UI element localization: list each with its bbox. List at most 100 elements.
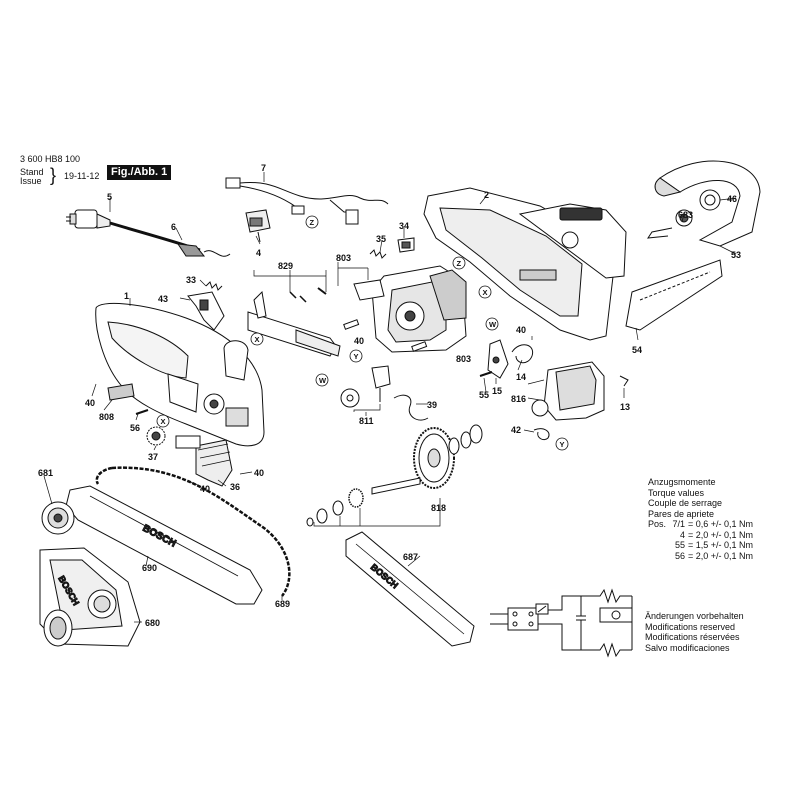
issue-date: 19-11-12 bbox=[64, 171, 100, 181]
part-chain-catch-36 bbox=[175, 435, 233, 487]
label-818: 818 bbox=[431, 503, 446, 513]
label-681: 681 bbox=[38, 468, 53, 478]
torque-values-table: Anzugsmomente Torque values Couple de se… bbox=[648, 477, 753, 561]
torque-row: 56 = 2,0 +/- 0,1 Nm bbox=[648, 551, 753, 562]
label-14: 14 bbox=[516, 372, 526, 382]
torque-value: = 1,5 +/- 0,1 Nm bbox=[688, 540, 754, 550]
callout-x-housing: X bbox=[250, 332, 264, 346]
part-shaft-parts bbox=[306, 488, 364, 527]
label-5: 5 bbox=[107, 192, 112, 202]
part-sprocket-37 bbox=[146, 426, 166, 446]
callout-markers: Z Z X X X W W Y Y bbox=[156, 215, 569, 451]
part-hose-39 bbox=[393, 394, 429, 421]
part-cord bbox=[109, 221, 231, 257]
label-4: 4 bbox=[256, 248, 261, 258]
label-13: 13 bbox=[620, 402, 630, 412]
issue-label: Issue bbox=[20, 176, 42, 186]
callout-y-pump: Y bbox=[349, 349, 363, 363]
torque-value: = 0,6 +/- 0,1 Nm bbox=[688, 519, 754, 529]
part-cap-34 bbox=[397, 237, 415, 253]
label-680: 680 bbox=[145, 618, 160, 628]
torque-pos: 4 bbox=[679, 529, 685, 540]
callout-z-motor: Z bbox=[452, 256, 466, 270]
label-803-bottom: 803 bbox=[456, 354, 471, 364]
label-811: 811 bbox=[359, 416, 374, 426]
part-hose-42 bbox=[533, 428, 550, 441]
svg-text:X: X bbox=[161, 417, 166, 426]
label-33: 33 bbox=[186, 275, 196, 285]
part-switch bbox=[245, 209, 271, 243]
svg-text:Y: Y bbox=[354, 352, 359, 361]
torque-pos: 7/1 bbox=[672, 519, 685, 529]
svg-text:X: X bbox=[483, 288, 488, 297]
callout-y-hose: Y bbox=[555, 437, 569, 451]
wiring-schematic bbox=[490, 588, 633, 658]
part-right-housing bbox=[423, 187, 627, 341]
part-screw-56 bbox=[135, 409, 149, 415]
note-es: Salvo modificaciones bbox=[645, 642, 730, 653]
label-2: 2 bbox=[484, 190, 489, 200]
leader-lines bbox=[43, 172, 737, 623]
label-55: 55 bbox=[479, 390, 489, 400]
label-40-right: 40 bbox=[254, 468, 264, 478]
callout-x-motor: X bbox=[478, 285, 492, 299]
part-lock-off-button bbox=[187, 291, 225, 331]
note-en: Modifications reserved bbox=[645, 621, 736, 632]
part-motor bbox=[343, 265, 467, 353]
label-1: 1 bbox=[124, 291, 129, 301]
part-oil-pump-816 bbox=[531, 361, 629, 421]
part-spring-33 bbox=[205, 281, 223, 291]
part-power-plug bbox=[66, 209, 111, 229]
label-6: 6 bbox=[171, 222, 176, 232]
torque-pos-label: Pos. bbox=[648, 519, 667, 529]
svg-text:Z: Z bbox=[310, 218, 315, 227]
brace: } bbox=[50, 165, 57, 185]
label-46: 46 bbox=[727, 194, 737, 204]
torque-row: Pos. 7/1 = 0,6 +/- 0,1 Nm bbox=[648, 519, 753, 530]
label-54: 54 bbox=[632, 345, 642, 355]
label-53: 53 bbox=[731, 250, 741, 260]
part-gear-818 bbox=[371, 424, 483, 495]
part-front-handle bbox=[625, 160, 761, 331]
note-de: Änderungen vorbehalten bbox=[645, 611, 744, 621]
label-40-center: 40 bbox=[354, 336, 364, 346]
part-oil-pump-811 bbox=[340, 365, 391, 408]
label-816: 816 bbox=[511, 394, 526, 404]
label-42: 42 bbox=[511, 425, 521, 435]
callout-w-linkage: W bbox=[315, 373, 329, 387]
label-687: 687 bbox=[403, 552, 418, 562]
doc-number: 3 600 HB8 100 bbox=[20, 154, 81, 164]
torque-value: = 2,0 +/- 0,1 Nm bbox=[688, 550, 754, 561]
part-tension-knob-680 bbox=[43, 609, 73, 647]
part-bar-cover-687: BOSCH bbox=[345, 531, 475, 647]
label-15: 15 bbox=[492, 386, 502, 396]
callout-w-brake: W bbox=[485, 317, 499, 331]
label-40-motor: 40 bbox=[516, 325, 526, 335]
torque-value: = 2,0 +/- 0,1 Nm bbox=[688, 529, 754, 540]
label-803-top: 803 bbox=[336, 253, 351, 263]
svg-text:W: W bbox=[489, 320, 497, 329]
label-56: 56 bbox=[130, 423, 140, 433]
part-spring-35 bbox=[369, 249, 387, 259]
label-683: 683 bbox=[678, 210, 693, 220]
callout-x-sprocket: X bbox=[156, 414, 170, 428]
label-829: 829 bbox=[278, 261, 293, 271]
part-wiring-harness bbox=[225, 177, 389, 225]
label-690: 690 bbox=[142, 563, 157, 573]
part-screw-55 bbox=[479, 371, 493, 377]
label-39: 39 bbox=[427, 400, 437, 410]
label-34: 34 bbox=[399, 221, 409, 231]
svg-text:W: W bbox=[319, 376, 327, 385]
svg-text:Z: Z bbox=[457, 259, 462, 268]
label-808: 808 bbox=[99, 412, 114, 422]
part-label-808 bbox=[107, 383, 135, 401]
label-35: 35 bbox=[376, 234, 386, 244]
part-brake-lever-15 bbox=[487, 339, 509, 379]
part-trigger-linkage bbox=[247, 287, 341, 357]
torque-pos: 56 bbox=[674, 550, 685, 561]
part-oil-cap-683 bbox=[646, 209, 693, 239]
stand-label: Stand bbox=[20, 167, 44, 177]
torque-row: 55 = 1,5 +/- 0,1 Nm bbox=[648, 540, 753, 551]
torque-title-en: Torque values bbox=[648, 487, 705, 498]
